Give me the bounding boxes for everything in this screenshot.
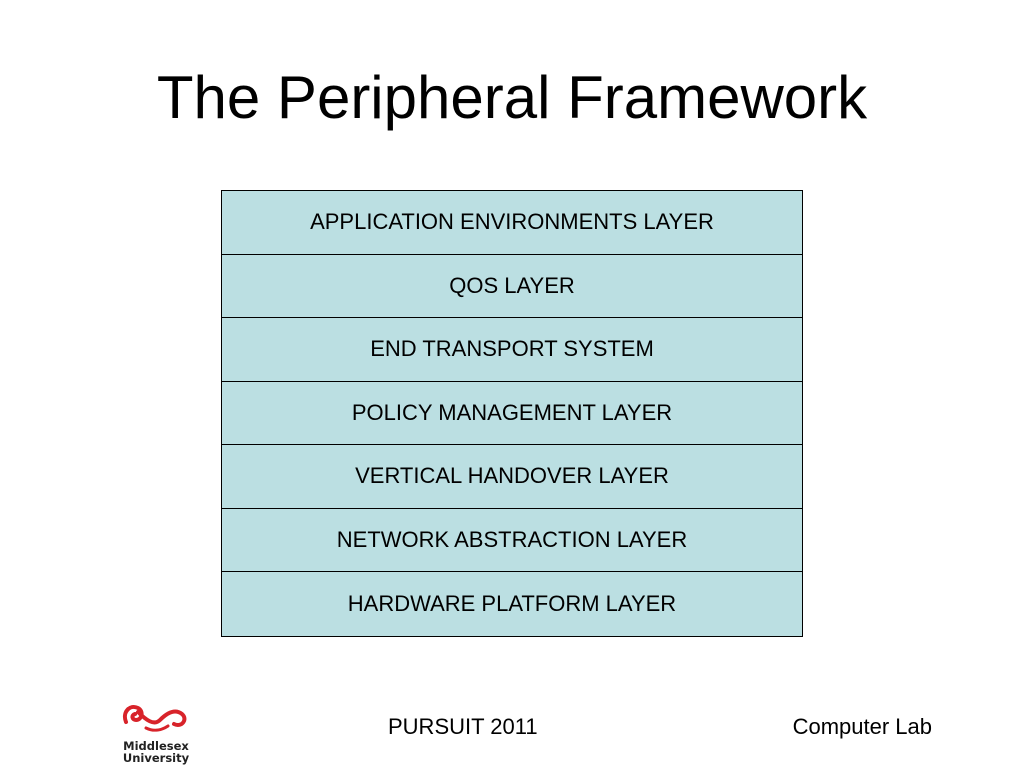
layer-policy-management: POLICY MANAGEMENT LAYER xyxy=(222,382,802,445)
layer-network-abstraction: NETWORK ABSTRACTION LAYER xyxy=(222,509,802,572)
layer-vertical-handover: VERTICAL HANDOVER LAYER xyxy=(222,445,802,509)
layer-hardware-platform: HARDWARE PLATFORM LAYER xyxy=(347,590,677,616)
layer-end-transport-system: END TRANSPORT SYSTEM xyxy=(222,318,802,382)
layer-stack: APPLICATION ENVIRONMENTS LAYER QOS LAYER… xyxy=(221,190,803,637)
footer-organization-label: Computer Lab xyxy=(792,714,932,739)
university-emblem-icon xyxy=(123,705,187,732)
slide-title: The Peripheral Framework xyxy=(156,64,868,131)
footer-event-label: PURSUIT 2011 xyxy=(388,714,538,739)
layer-qos: QOS LAYER xyxy=(222,255,802,318)
logo-text-line2: University xyxy=(122,751,190,765)
logo-text-line1: Middlesex xyxy=(123,739,189,753)
middlesex-university-logo: Middlesex University xyxy=(116,700,196,764)
layer-application-environments: APPLICATION ENVIRONMENTS LAYER xyxy=(222,191,802,255)
